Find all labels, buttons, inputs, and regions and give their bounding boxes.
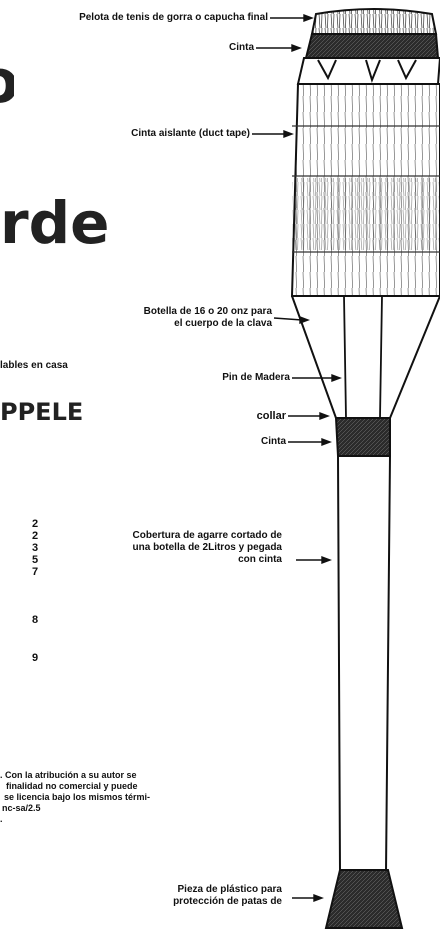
list-number: 7 (32, 566, 39, 578)
heading-fragment-subtitle: lables en casa (0, 360, 68, 371)
label-duct-tape: Cinta aislante (duct tape) (131, 128, 250, 140)
label-dowel: Pin de Madera (222, 372, 290, 384)
heading-fragment-ppele: PPELE (0, 400, 83, 424)
license-text: . Con la atribución a su autor se finali… (0, 770, 150, 825)
label-plastic-foot: Pieza de plástico para protección de pat… (173, 884, 282, 908)
list-number: 9 (32, 652, 39, 664)
plastic-foot (324, 869, 404, 929)
label-grip-line: una botella de 2Litros y pegada (132, 542, 282, 553)
license-line: . Con la atribución a su autor se (0, 770, 137, 780)
list-number: 3 (32, 542, 39, 554)
leader-lines (252, 13, 342, 903)
heading-fragment-o-text: o (0, 52, 14, 112)
heading-fragment-rde-text: rde (0, 189, 110, 257)
license-line: finalidad no comercial y puede (6, 781, 138, 791)
license-line: . (0, 814, 3, 824)
list-number: 2 (32, 530, 39, 542)
label-foot-line: protección de patas de (173, 896, 282, 907)
label-tennis-ball: Pelota de tenis de gorra o capucha final (79, 12, 268, 24)
list-number: 8 (32, 614, 39, 626)
label-bottle-line: el cuerpo de la clava (174, 318, 272, 329)
label-tape-top-text: Cinta (229, 42, 254, 53)
license-line: se licencia bajo los mismos térmi- (4, 792, 151, 802)
grip-handle (336, 455, 392, 873)
heading-fragment-ppele-text: PPELE (0, 398, 84, 426)
label-bottle-line: Botella de 16 o 20 onz para (143, 306, 272, 317)
collar (334, 417, 391, 457)
wooden-dowel (343, 295, 383, 419)
label-collar-text: collar (256, 410, 286, 422)
label-grip: Cobertura de agarre cortado de una botel… (133, 530, 282, 566)
label-tape-collar: Cinta (261, 436, 286, 448)
top-tape (296, 57, 440, 85)
list-number: 5 (32, 554, 39, 566)
label-grip-line: con cinta (238, 554, 282, 565)
heading-fragment-subtitle-text: lables en casa (0, 360, 68, 371)
license-line: nc-sa/2.5 (2, 803, 41, 813)
label-collar: collar (257, 410, 286, 422)
bottle-taper (291, 295, 440, 419)
tennis-ball-cap (304, 8, 440, 59)
list-number: 2 (32, 518, 39, 530)
label-tennis-ball-text: Pelota de tenis de gorra o capucha final (79, 12, 268, 23)
label-bottle: Botella de 16 o 20 onz para el cuerpo de… (144, 306, 272, 330)
label-foot-line: Pieza de plástico para (177, 884, 283, 895)
label-tape-collar-text: Cinta (261, 436, 286, 447)
heading-fragment-rde: rde (0, 194, 109, 252)
label-dowel-text: Pin de Madera (222, 372, 290, 383)
label-grip-line: Cobertura de agarre cortado de (132, 530, 282, 541)
duct-tape-body (290, 83, 440, 297)
heading-fragment-o: o (0, 52, 14, 112)
label-tape-top: Cinta (229, 42, 254, 54)
label-duct-tape-text: Cinta aislante (duct tape) (131, 128, 250, 139)
